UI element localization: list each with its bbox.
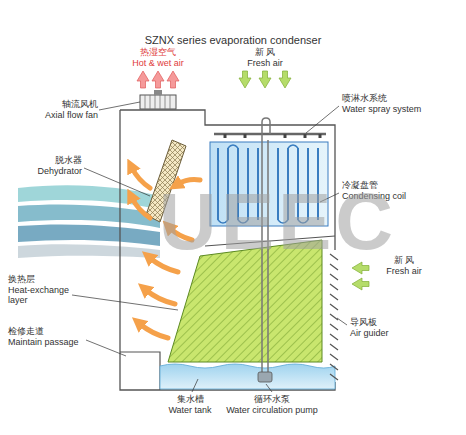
part-label: Dehydrator xyxy=(37,166,82,176)
leader-line xyxy=(99,102,140,110)
leader-line xyxy=(72,295,178,310)
part-label: 导风板 xyxy=(350,317,377,327)
flow-label: 热湿空气 xyxy=(140,47,176,57)
part-label: 喷淋水系统 xyxy=(342,93,387,103)
leader-line xyxy=(192,379,198,392)
part-label: 检修走道 xyxy=(8,326,44,336)
watermark: UEEC xyxy=(159,176,397,268)
fresh-air-arrow xyxy=(259,71,271,88)
fan-grille xyxy=(145,95,170,109)
flow-label: Hot & wet air xyxy=(132,58,184,68)
spray-nozzle xyxy=(225,134,320,138)
part-label: Air guider xyxy=(350,328,389,338)
hot-air-arrow xyxy=(152,71,164,88)
leader-line xyxy=(337,318,347,325)
hot-air-arrow xyxy=(167,71,179,88)
fresh-air-arrow xyxy=(279,71,291,88)
air-flow-arrow xyxy=(132,168,150,188)
air-flow-arrow xyxy=(132,198,150,218)
flow-label: Fresh air xyxy=(247,58,283,68)
air-guider xyxy=(330,254,338,380)
leader-line xyxy=(84,168,150,196)
flow-label: 新 风 xyxy=(255,47,276,57)
part-label: Maintain passage xyxy=(8,337,79,347)
part-label: 换热层 xyxy=(8,274,35,284)
air-flow-arrow xyxy=(146,290,175,304)
fresh-air-arrow xyxy=(352,278,369,290)
part-label: Axial flow fan xyxy=(45,110,98,120)
part-label: 集水槽 xyxy=(177,394,204,404)
fresh-air-arrow xyxy=(239,71,251,88)
watermark-stripe xyxy=(18,224,160,246)
axial-fan xyxy=(140,95,176,109)
leader-line xyxy=(86,340,126,356)
part-label: Heat-exchange layer xyxy=(8,285,72,306)
diagram-title: SZNX series evaporation condenser xyxy=(145,34,322,46)
part-label: Water spray system xyxy=(342,104,421,114)
flow-label: Fresh air xyxy=(386,266,422,276)
part-label: 循环水泵 xyxy=(254,394,290,404)
circulation-pump xyxy=(258,372,272,382)
fan-motor xyxy=(154,90,162,95)
water-tank xyxy=(160,364,335,389)
part-label: 脱水器 xyxy=(55,155,82,165)
leader-line xyxy=(266,384,272,392)
watermark-stripe xyxy=(18,244,160,258)
part-label: Water tank xyxy=(168,405,211,415)
leader-line xyxy=(306,106,339,133)
part-label: 轴流风机 xyxy=(62,99,98,109)
air-flow-arrow xyxy=(140,324,168,338)
hot-air-arrow xyxy=(137,71,149,88)
part-label: Water circulation pump xyxy=(226,405,318,415)
maintain-passage xyxy=(120,352,160,390)
